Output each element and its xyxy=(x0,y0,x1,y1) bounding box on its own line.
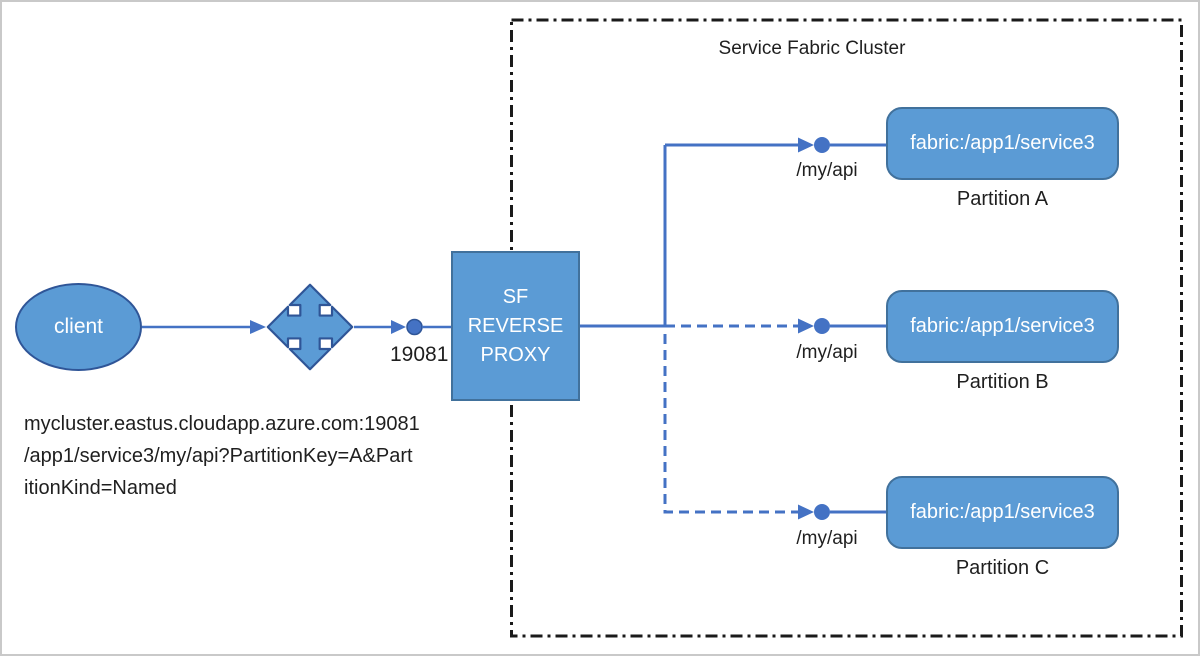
service-label: fabric:/app1/service3 xyxy=(910,315,1095,337)
arrowhead-partition-b xyxy=(798,318,814,334)
partition-b-label: Partition B xyxy=(956,371,1049,393)
proxy-label-line3: PROXY xyxy=(480,343,551,366)
port-endpoint-dot xyxy=(406,318,423,336)
cluster-title: Service Fabric Cluster xyxy=(718,38,906,59)
proxy-label-line1: SF xyxy=(502,285,529,308)
partition-c-label: Partition C xyxy=(955,557,1050,579)
connector-to-partition-c xyxy=(663,334,798,514)
client-label: client xyxy=(53,315,104,338)
request-url-line1: mycluster.eastus.cloudapp.azure.com:1908… xyxy=(24,413,420,435)
arrowhead-partition-a xyxy=(798,137,814,153)
cluster-boundary xyxy=(510,18,1183,638)
route-label-partition-a: /my/api xyxy=(796,160,858,181)
endpoint-dot-partition-a xyxy=(814,137,830,153)
proxy-label-line2: REVERSE xyxy=(467,314,564,337)
request-url-line2: /app1/service3/my/api?PartitionKey=A&Par… xyxy=(24,445,413,467)
port-label: 19081 xyxy=(390,343,449,366)
partition-a-label: Partition A xyxy=(956,188,1049,210)
service-node-partition-a: fabric:/app1/service3 xyxy=(886,107,1119,180)
request-url-note: mycluster.eastus.cloudapp.azure.com:1908… xyxy=(24,408,464,504)
service-node-partition-c: fabric:/app1/service3 xyxy=(886,476,1119,549)
arrowhead-partition-c xyxy=(798,504,814,520)
client-node: client xyxy=(15,283,142,371)
service-node-partition-b: fabric:/app1/service3 xyxy=(886,290,1119,363)
service-label: fabric:/app1/service3 xyxy=(910,501,1095,523)
arrowhead-lb-to-proxy xyxy=(391,320,406,334)
quad-arrow-icon xyxy=(266,283,354,371)
route-label-partition-b: /my/api xyxy=(796,342,858,363)
reverse-proxy-node: SF REVERSE PROXY xyxy=(451,251,580,401)
arrowhead-client-to-lb xyxy=(250,320,266,334)
endpoint-dot-partition-c xyxy=(814,504,830,520)
request-url-line3: itionKind=Named xyxy=(24,477,177,499)
route-label-partition-c: /my/api xyxy=(796,528,858,549)
endpoint-dot-partition-b xyxy=(814,318,830,334)
service-label: fabric:/app1/service3 xyxy=(910,132,1095,154)
